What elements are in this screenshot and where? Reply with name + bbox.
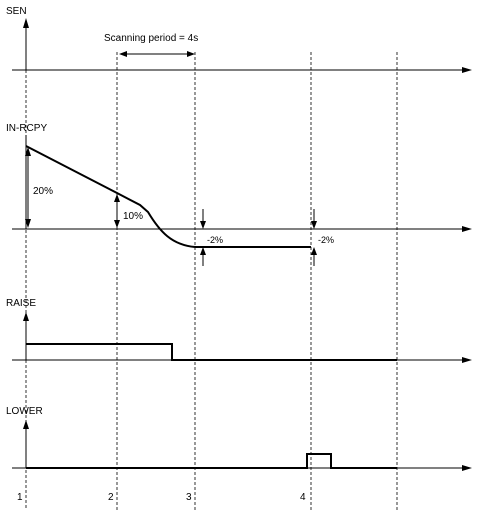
lower-channel: LOWER bbox=[6, 406, 472, 471]
scanning-period-annotation: Scanning period = 4s bbox=[104, 33, 198, 57]
raise-x-arrow bbox=[462, 357, 472, 363]
in-rcpy-channel: IN-RCPY 20% 10% -2% -2% bbox=[6, 123, 472, 266]
delta-20-arrow-up bbox=[25, 147, 31, 156]
sen-y-arrow bbox=[23, 18, 29, 28]
sen-x-arrow bbox=[462, 67, 472, 73]
scanning-period-arrow-left bbox=[119, 51, 127, 57]
raise-signal bbox=[26, 343, 397, 361]
time-marker-2: 2 bbox=[108, 492, 114, 503]
in-rcpy-label: IN-RCPY bbox=[6, 123, 47, 134]
delta-neg2-a-arrow-up bbox=[200, 247, 206, 255]
delta-10-arrow-up bbox=[114, 194, 120, 202]
scanning-period-arrow-right bbox=[187, 51, 195, 57]
delta-20-label: 20% bbox=[33, 186, 53, 197]
delta-neg2-a-label: -2% bbox=[207, 235, 223, 245]
lower-x-arrow bbox=[462, 465, 472, 471]
raise-label: RAISE bbox=[6, 298, 36, 309]
raise-channel: RAISE bbox=[6, 298, 472, 363]
sen-label: SEN bbox=[6, 6, 27, 17]
in-rcpy-x-arrow bbox=[462, 226, 472, 232]
lower-label: LOWER bbox=[6, 406, 43, 417]
delta-neg2-a-arrow-down bbox=[200, 221, 206, 229]
lower-signal bbox=[26, 453, 397, 469]
scanning-period-label: Scanning period = 4s bbox=[104, 33, 198, 44]
time-marker-labels: 1 2 3 4 bbox=[17, 492, 306, 503]
delta-20-arrow-down bbox=[25, 219, 31, 228]
raise-y-arrow bbox=[23, 312, 29, 321]
delta-10-label: 10% bbox=[123, 211, 143, 222]
time-marker-3: 3 bbox=[186, 492, 192, 503]
delta-neg2-b-arrow-up bbox=[311, 247, 317, 255]
lower-y-arrow bbox=[23, 420, 29, 429]
sen-channel: SEN bbox=[6, 6, 472, 73]
delta-10-arrow-down bbox=[114, 220, 120, 228]
delta-neg2-b-label: -2% bbox=[318, 235, 334, 245]
time-marker-lines bbox=[25, 20, 398, 510]
time-marker-1: 1 bbox=[17, 492, 23, 503]
in-rcpy-signal bbox=[25, 145, 311, 248]
delta-neg2-b-arrow-down bbox=[311, 221, 317, 229]
time-marker-4: 4 bbox=[300, 492, 306, 503]
